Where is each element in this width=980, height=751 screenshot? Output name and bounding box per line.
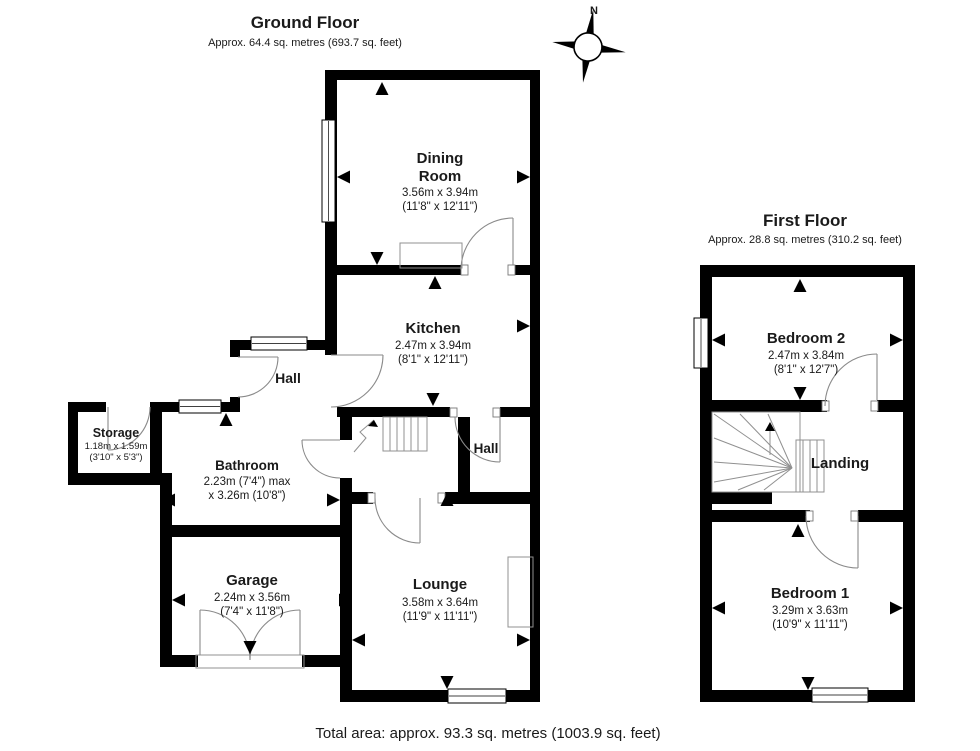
dining-room-label: Dining (417, 150, 464, 167)
first-floor-subtitle: Approx. 28.8 sq. metres (310.2 sq. feet) (708, 234, 902, 246)
garage-double-door (195, 609, 305, 669)
ground-floor-stairs (353, 416, 428, 453)
first-floor-walls (700, 265, 915, 702)
lounge-dims-ft: (11'9" x 11'11") (403, 611, 478, 623)
bedroom2-label: Bedroom 2 (767, 330, 845, 347)
total-area-text: Total area: approx. 93.3 sq. metres (100… (315, 725, 660, 742)
hall-door (237, 356, 279, 398)
kitchen-dims-ft: (8'1" x 12'11") (398, 354, 468, 366)
bedroom1-dims-m: 3.29m x 3.63m (772, 605, 848, 617)
bedroom2-dims-ft: (8'1" x 12'7") (774, 364, 839, 376)
bedroom1-dims-ft: (10'9" x 11'11") (772, 619, 848, 631)
lounge-dims-m: 3.58m x 3.64m (402, 597, 478, 609)
bedroom1-window (811, 687, 869, 703)
first-floor-title: First Floor (763, 211, 847, 230)
lounge-window (447, 688, 507, 704)
compass: N (552, 5, 626, 83)
bedroom2-dims-m: 2.47m x 3.84m (768, 350, 844, 362)
bathroom-window (178, 399, 222, 414)
hall-upper-label: Hall (275, 370, 301, 386)
first-floor-doors (805, 353, 879, 569)
first-floor-plan: First Floor Approx. 28.8 sq. metres (310… (693, 211, 915, 703)
lounge-door (367, 492, 446, 544)
first-floor-labels: Bedroom 2 2.47m x 3.84m (8'1" x 12'7") L… (767, 330, 869, 631)
hall-lower-label: Hall (474, 441, 499, 456)
bedroom2-door (821, 353, 879, 412)
first-floor-stairs (711, 411, 825, 493)
first-floor-windows (693, 317, 869, 703)
ground-floor-plan: Ground Floor Approx. 64.4 sq. metres (69… (68, 13, 540, 704)
landing-label: Landing (811, 455, 869, 472)
bedroom1-label: Bedroom 1 (771, 585, 849, 602)
ground-floor-title: Ground Floor (251, 13, 360, 32)
ground-floor-subtitle: Approx. 64.4 sq. metres (693.7 sq. feet) (208, 37, 402, 49)
dining-door (460, 217, 516, 276)
kitchen-label: Kitchen (405, 320, 460, 337)
storage-door (107, 406, 151, 451)
lounge-cabinet (507, 556, 534, 628)
bedroom2-window (693, 317, 709, 369)
hall-window (250, 336, 308, 351)
hall-lobby-door (449, 407, 501, 463)
compass-north-label: N (590, 5, 598, 17)
storage-label: Storage (93, 426, 140, 440)
kitchen-dims-m: 2.47m x 3.94m (395, 340, 471, 352)
bedroom1-door (805, 510, 859, 569)
lounge-label: Lounge (413, 576, 467, 593)
garage-dims-m: 2.24m x 3.56m (214, 592, 290, 604)
dining-room-dims-ft: (11'8" x 12'11") (402, 201, 478, 213)
storage-dims-ft: (3'10" x 5'3") (89, 452, 142, 463)
ground-floor-windows (178, 119, 507, 704)
garage-dims-ft: (7'4" x 11'8") (220, 606, 284, 618)
ground-floor-furniture (399, 242, 534, 628)
bathroom-dims-m: 2.23m (7'4") max (204, 476, 291, 488)
kitchen-door (330, 354, 384, 408)
bathroom-door (301, 439, 341, 479)
compass-circle (573, 32, 603, 62)
ground-floor-labels: Dining Room 3.56m x 3.94m (11'8" x 12'11… (85, 150, 499, 623)
dining-room-label2: Room (419, 168, 462, 185)
garage-label: Garage (226, 572, 278, 589)
dining-window (321, 119, 336, 223)
dining-room-dims-m: 3.56m x 3.94m (402, 187, 478, 199)
storage-dims-m: 1.18m x 1.59m (85, 441, 148, 452)
bathroom-dims-ft: x 3.26m (10'8") (208, 490, 285, 502)
dining-fireplace (399, 242, 463, 269)
bathroom-label: Bathroom (215, 458, 279, 473)
